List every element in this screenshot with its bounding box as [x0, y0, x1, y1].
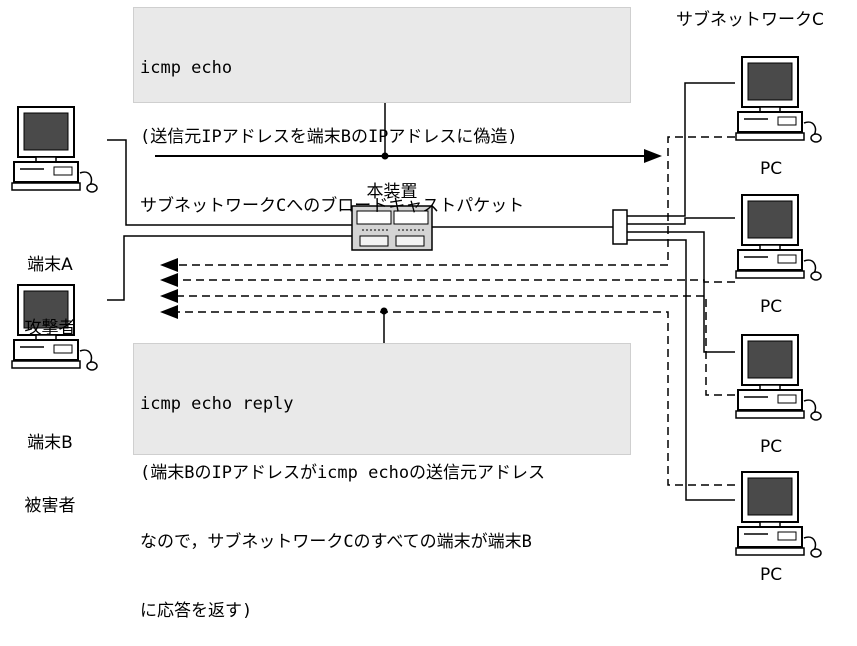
device-label: 本装置 — [366, 182, 418, 202]
cable-terminal-a — [107, 139, 352, 226]
hub-icon — [612, 209, 628, 245]
pc-icon-4 — [735, 471, 822, 558]
cable-hub-pc1 — [627, 82, 735, 217]
subnet-label: サブネットワークC — [676, 10, 824, 30]
icmp-echo-note: icmp echo (送信元IPアドレスを端末BのIPアドレスに偽造) サブネッ… — [133, 7, 631, 216]
reply-arrowhead-2 — [160, 273, 178, 287]
cable-hub-pc4 — [627, 239, 735, 501]
network-diagram — [11, 56, 822, 558]
icmp-echo-note-line2: (送信元IPアドレスを端末BのIPアドレスに偽造) — [140, 127, 518, 147]
pc-label-1: PC — [759, 159, 783, 179]
icmp-echo-reply-note-line3: なので，サブネットワークCのすべての端末が端末B — [140, 532, 532, 552]
cable-terminal-b — [107, 235, 352, 301]
reply-arrowhead-4 — [160, 305, 178, 319]
pc-label-2: PC — [759, 297, 783, 317]
terminal-b-label: 端末B 被害者 — [10, 391, 90, 538]
broadcast-arrowhead — [644, 149, 662, 163]
icmp-echo-reply-note-line2: (端末BのIPアドレスがicmp echoの送信元アドレス — [140, 463, 546, 483]
terminal-b-name: 端末B — [27, 433, 73, 453]
icmp-echo-reply-note-line1: icmp echo reply — [140, 394, 294, 414]
top-note-dot — [381, 152, 389, 160]
cable-hub-pc2 — [627, 217, 735, 225]
reply-paths — [176, 136, 735, 486]
pc-label-3: PC — [759, 437, 783, 457]
network-device-icon — [351, 205, 433, 251]
bottom-note-dot — [380, 307, 388, 315]
icmp-echo-note-line3: サブネットワークCへのブロードキャストパケット — [140, 196, 525, 216]
pc-icon-1 — [735, 56, 822, 143]
cable-hub-pc3 — [627, 231, 735, 353]
terminal-b-role: 被害者 — [24, 496, 76, 516]
icmp-echo-reply-note: icmp echo reply (端末BのIPアドレスがicmp echoの送信… — [133, 343, 631, 621]
terminal-a-role: 攻撃者 — [24, 318, 76, 338]
terminal-a-name: 端末A — [27, 255, 73, 275]
icmp-echo-reply-note-line4: に応答を返す) — [140, 601, 253, 621]
pc-icon-2 — [735, 194, 822, 281]
terminal-a-label: 端末A 攻撃者 — [10, 213, 90, 360]
reply-arrowhead-1 — [160, 258, 178, 272]
reply-arrowhead-3 — [160, 289, 178, 303]
pc-label-4: PC — [759, 565, 783, 585]
pc-icon-3 — [735, 334, 822, 421]
icmp-echo-note-line1: icmp echo — [140, 58, 233, 78]
terminal-a-icon — [11, 106, 98, 193]
